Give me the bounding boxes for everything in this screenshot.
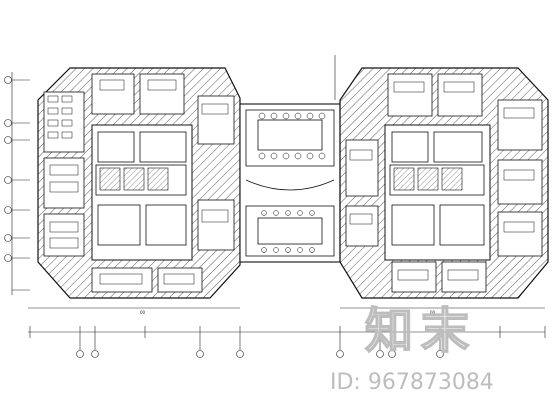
watermark-logo: 知末 <box>364 302 478 360</box>
bottom-axis-bubbles <box>76 350 444 358</box>
watermark-id-text: ID: 967873084 <box>330 370 494 395</box>
left-block-dimension-label: 00 <box>140 310 146 315</box>
right-building-block <box>339 67 549 299</box>
left-building-block <box>37 67 241 299</box>
left-axis-grid <box>4 72 30 295</box>
central-connector <box>239 103 341 263</box>
right-block-dimension-label: 00 <box>430 310 436 315</box>
bottom-dimension-lines <box>28 307 546 350</box>
